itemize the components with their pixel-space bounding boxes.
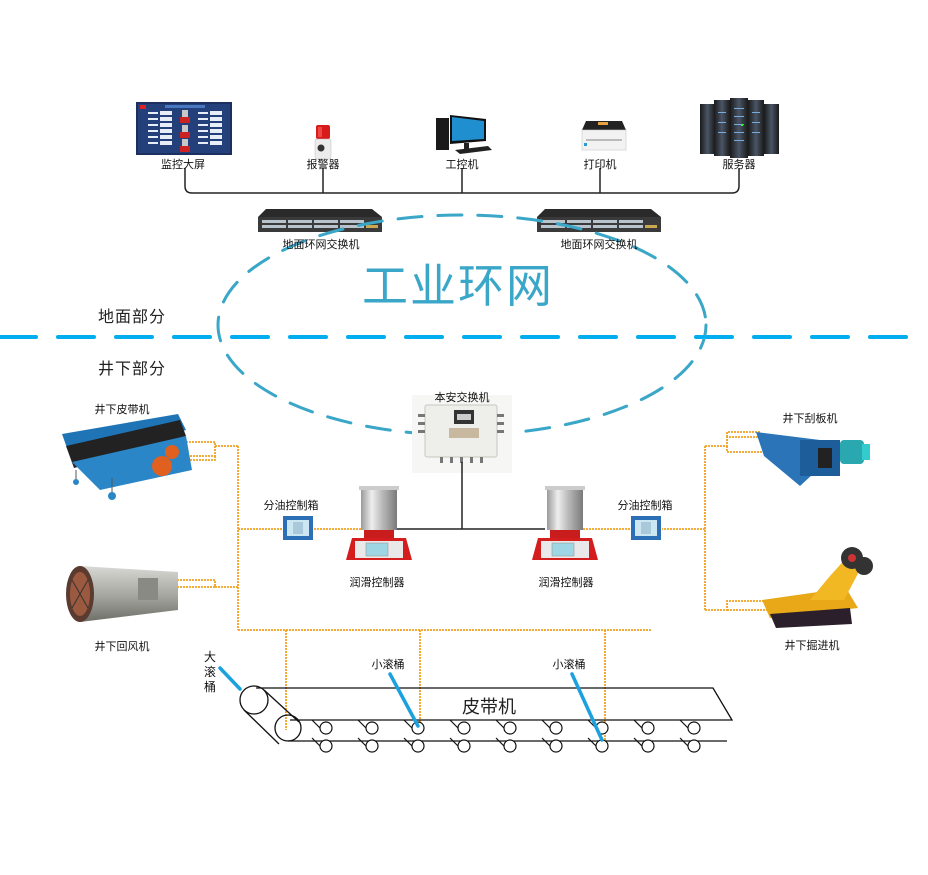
intrinsic-switch-icon xyxy=(412,395,512,473)
idler-roller xyxy=(687,739,701,753)
printer-label: 打印机 xyxy=(583,158,617,171)
roadheader-label: 井下掘进机 xyxy=(784,639,840,652)
idler-roller xyxy=(595,739,609,753)
control-wiring xyxy=(108,431,790,745)
belt-title: 皮带机 xyxy=(462,697,516,718)
section-underground-label: 井下部分 xyxy=(98,359,167,378)
idler-roller xyxy=(319,739,333,753)
idler-roller xyxy=(549,721,563,735)
idler-roller xyxy=(641,721,655,735)
scraper-conveyor-label: 井下刮板机 xyxy=(782,412,838,425)
lube-controller-left-label: 润滑控制器 xyxy=(349,576,405,589)
belt-conveyor-machine-icon xyxy=(62,414,192,500)
idler-roller xyxy=(687,721,701,735)
big-roller-label: 大滚桶 xyxy=(204,650,217,694)
idler-roller xyxy=(365,739,379,753)
alarm-icon xyxy=(314,125,332,160)
monitor-wall-label: 监控大屏 xyxy=(161,158,205,171)
idler-roller xyxy=(503,721,517,735)
ring-switch-left-label: 地面环网交换机 xyxy=(282,238,360,251)
small-roller-label-1: 小滚桶 xyxy=(371,658,405,671)
printer-icon xyxy=(581,121,627,151)
ring-title: 工业环网 xyxy=(362,259,554,313)
alarm-label: 报警器 xyxy=(306,158,340,171)
ring-switch-right-icon xyxy=(537,209,661,232)
roadheader-icon xyxy=(762,547,873,628)
idler-roller xyxy=(457,739,471,753)
ring-switch-left-icon xyxy=(258,209,382,232)
oil-box-left-label: 分油控制箱 xyxy=(263,499,319,512)
idler-roller xyxy=(641,739,655,753)
idler-roller xyxy=(549,739,563,753)
belt-conveyor-machine-label: 井下皮带机 xyxy=(94,403,150,416)
intrinsic-switch-links xyxy=(392,462,545,530)
idler-roller xyxy=(411,739,425,753)
oil-box-right-label: 分油控制箱 xyxy=(617,499,673,512)
surface-bus xyxy=(184,168,740,194)
idler-roller xyxy=(319,721,333,735)
idler-roller xyxy=(503,739,517,753)
lube-controller-right-label: 润滑控制器 xyxy=(538,576,594,589)
oil-box-right-icon xyxy=(631,516,661,540)
section-surface-label: 地面部分 xyxy=(98,307,167,326)
server-icon xyxy=(700,98,779,158)
industrial-pc-icon xyxy=(436,115,492,154)
roller-pointers xyxy=(218,666,604,742)
idler-roller xyxy=(457,721,471,735)
return-fan-label: 井下回风机 xyxy=(94,640,150,653)
scraper-conveyor-icon xyxy=(756,432,870,486)
belt-rollers xyxy=(311,719,701,753)
return-fan-icon xyxy=(66,566,178,622)
lube-controller-right-icon xyxy=(532,486,598,560)
idler-roller xyxy=(411,721,425,735)
monitor-wall-icon xyxy=(136,102,232,155)
server-label: 服务器 xyxy=(722,158,756,171)
industrial-pc-label: 工控机 xyxy=(445,158,479,171)
oil-box-left-icon xyxy=(283,516,313,540)
small-roller-label-2: 小滚桶 xyxy=(552,658,586,671)
intrinsic-switch-label: 本安交换机 xyxy=(434,391,490,404)
ring-switch-right-label: 地面环网交换机 xyxy=(560,238,638,251)
idler-roller xyxy=(365,721,379,735)
lube-controller-left-icon xyxy=(346,486,412,560)
